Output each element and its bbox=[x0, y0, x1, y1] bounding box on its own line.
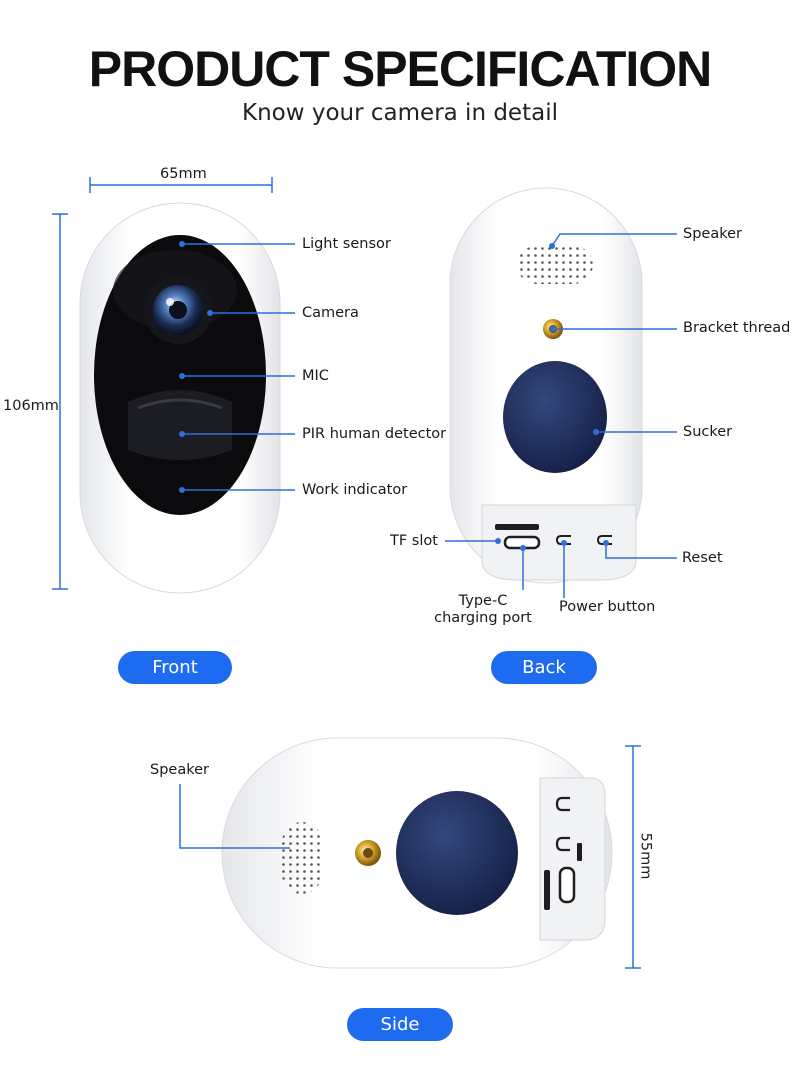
back-view-label: Back bbox=[491, 651, 597, 684]
front-dim-width bbox=[89, 177, 273, 193]
callout-work-indicator: Work indicator bbox=[302, 482, 408, 498]
callout-pir-detector: PIR human detector bbox=[302, 426, 447, 442]
callout-power-button: Power button bbox=[559, 599, 656, 615]
callout-sucker: Sucker bbox=[683, 424, 733, 440]
side-dim-depth bbox=[625, 745, 641, 969]
callout-side-speaker: Speaker bbox=[150, 762, 209, 778]
callout-reset: Reset bbox=[682, 550, 723, 566]
front-view-label: Front bbox=[118, 651, 232, 684]
front-dim-height bbox=[52, 213, 68, 590]
callout-mic: MIC bbox=[302, 368, 329, 384]
front-camera-body bbox=[79, 202, 281, 594]
callout-light-sensor: Light sensor bbox=[302, 236, 391, 252]
back-camera-body bbox=[449, 187, 643, 584]
callout-tf-slot: TF slot bbox=[390, 533, 438, 549]
depth-dimension-label: 55mm bbox=[637, 832, 654, 880]
callout-type-c-line2: charging port bbox=[434, 610, 532, 626]
width-dimension-label: 65mm bbox=[160, 166, 207, 182]
back-callout-lines bbox=[445, 233, 677, 598]
callout-bracket-thread: Bracket thread bbox=[683, 320, 791, 336]
page-subtitle: Know your camera in detail bbox=[242, 100, 558, 126]
side-view-label: Side bbox=[347, 1008, 453, 1041]
side-callout-line bbox=[179, 784, 290, 849]
page-title: PRODUCT SPECIFICATION bbox=[88, 41, 713, 97]
height-dimension-label: 106mm bbox=[3, 398, 59, 414]
front-callout-lines bbox=[182, 243, 295, 491]
callout-camera: Camera bbox=[302, 305, 359, 321]
callout-back-speaker: Speaker bbox=[683, 226, 742, 242]
side-camera-body bbox=[221, 737, 613, 969]
callout-type-c-line1: Type-C bbox=[458, 593, 508, 609]
callout-type-c-port: Type-C charging port bbox=[432, 593, 534, 627]
